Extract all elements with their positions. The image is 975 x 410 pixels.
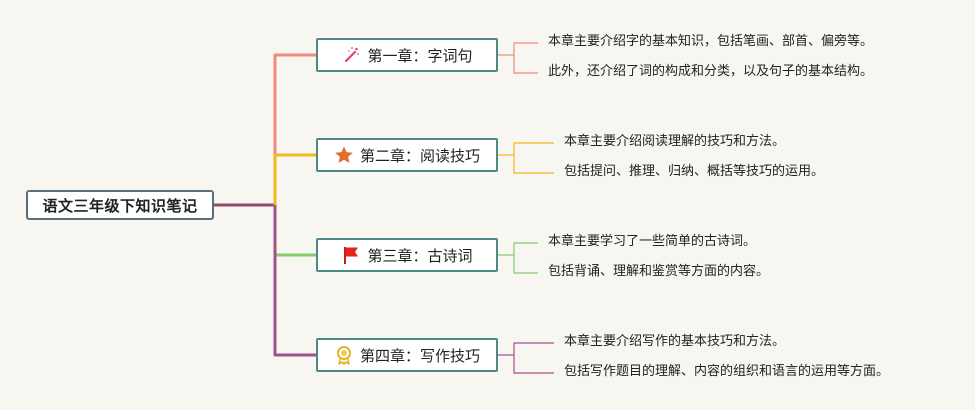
chapter-node-3[interactable]: 第三章：古诗词	[316, 238, 498, 272]
chapter-2-note-2: 包括提问、推理、归纳、概括等技巧的运用。	[564, 164, 825, 179]
magic-wand-icon	[341, 45, 361, 65]
root-title: 语文三年级下知识笔记	[42, 196, 198, 215]
chapter-4-note-2: 包括写作题目的理解、内容的组织和语言的运用等方面。	[564, 364, 890, 379]
note-connector-2-1	[513, 142, 554, 155]
chapter-title-4: 第四章：写作技巧	[359, 346, 480, 365]
star-icon	[334, 145, 354, 165]
chapter-3-note-1: 本章主要学习了一些简单的古诗词。	[548, 234, 757, 249]
note-connector-3-1	[513, 242, 538, 255]
note-connector-4-1	[513, 342, 554, 355]
medal-icon	[334, 345, 354, 365]
note-connector-2-2	[513, 155, 554, 174]
chapter-1-note-2: 此外，还介绍了词的构成和分类，以及句子的基本结构。	[548, 64, 874, 79]
chapter-node-1[interactable]: 第一章：字词句	[316, 38, 498, 72]
chapter-connector-3	[273, 205, 316, 257]
chapter-title-2: 第二章：阅读技巧	[359, 146, 480, 165]
chapter-1-note-1: 本章主要介绍字的基本知识，包括笔画、部首、偏旁等。	[548, 34, 874, 49]
note-connector-4-2	[513, 355, 554, 374]
chapter-connector-4	[273, 205, 316, 357]
root-node[interactable]: 语文三年级下知识笔记	[26, 190, 214, 220]
chapter-connector-1	[273, 53, 316, 205]
chapter-2-note-1: 本章主要介绍阅读理解的技巧和方法。	[564, 134, 786, 149]
note-connector-3-2	[513, 255, 538, 274]
chapter-node-4[interactable]: 第四章：写作技巧	[316, 338, 498, 372]
chapter-title-3: 第三章：古诗词	[367, 246, 473, 265]
chapter-node-2[interactable]: 第二章：阅读技巧	[316, 138, 498, 172]
chapter-title-1: 第一章：字词句	[367, 46, 473, 65]
chapter-connector-2	[273, 153, 316, 205]
flag-icon	[341, 245, 361, 265]
chapter-3-note-2: 包括背诵、理解和鉴赏等方面的内容。	[548, 264, 770, 279]
note-connector-1-1	[513, 42, 538, 55]
chapter-4-note-1: 本章主要介绍写作的基本技巧和方法。	[564, 334, 786, 349]
note-connector-1-2	[513, 55, 538, 74]
